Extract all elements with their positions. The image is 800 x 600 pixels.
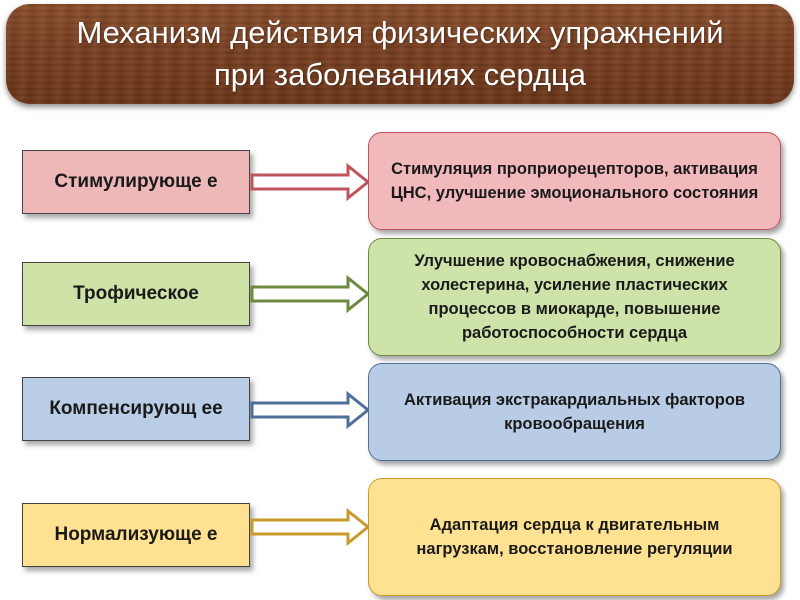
mechanism-description-text: Стимуляция проприорецепторов, активация … (390, 160, 759, 202)
arrow-right-icon (250, 274, 371, 314)
mechanism-description-text: Адаптация сердца к двигательным нагрузка… (416, 516, 733, 558)
title-line-2: при заболеваниях сердца (213, 57, 587, 92)
mechanism-description-trophic: Улучшение кровоснабжения, снижение холес… (368, 238, 781, 356)
mechanism-label-normalizing: Нормализующе е (22, 503, 250, 567)
mechanism-description-compensating: Активация экстракардиальных факторов кро… (368, 363, 781, 461)
title-line-1: Механизм действия физических упражнений (76, 15, 724, 50)
mechanism-label-text: Трофическое (73, 283, 199, 304)
arrow-right-icon (250, 507, 371, 547)
mechanism-description-stimulating: Стимуляция проприорецепторов, активация … (368, 132, 781, 230)
mechanism-description-text: Активация экстракардиальных факторов кро… (403, 391, 746, 433)
title-banner: Механизм действия физических упражнений … (6, 4, 794, 104)
mechanism-label-compensating: Компенсирующ ее (22, 377, 250, 441)
arrow-right-icon (250, 390, 371, 430)
arrow-right-icon (250, 162, 371, 202)
mechanism-description-normalizing: Адаптация сердца к двигательным нагрузка… (368, 478, 781, 596)
mechanism-label-text: Стимулирующе е (54, 171, 218, 192)
mechanism-label-text: Нормализующе е (54, 524, 218, 545)
mechanism-label-trophic: Трофическое (22, 262, 250, 326)
mechanism-description-text: Улучшение кровоснабжения, снижение холес… (414, 252, 735, 342)
mechanism-label-stimulating: Стимулирующе е (22, 150, 250, 214)
page-title: Механизм действия физических упражнений … (20, 12, 780, 96)
mechanism-label-text: Компенсирующ ее (49, 398, 223, 419)
